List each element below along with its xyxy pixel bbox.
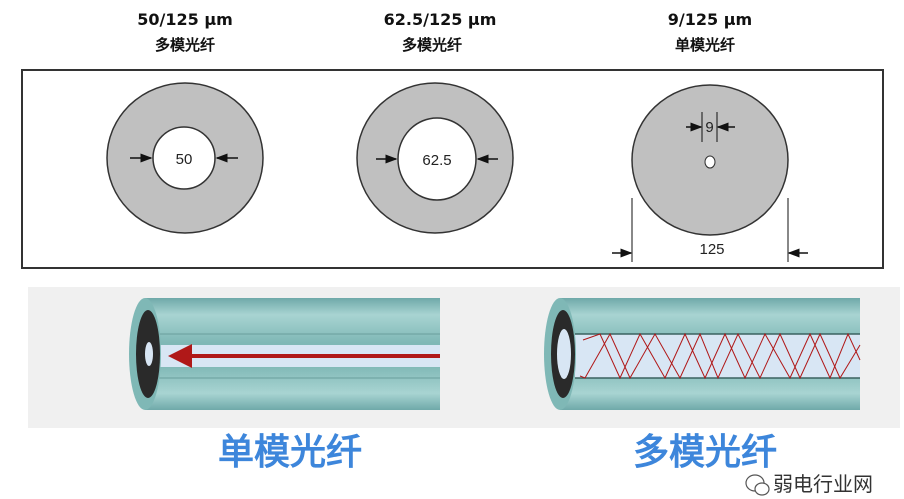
- spec-9-125: 9/125 μm: [668, 10, 752, 29]
- cross-section-9: 9 125: [612, 84, 808, 262]
- core-label-50: 50: [176, 151, 193, 168]
- multi-mode-cylinder: [544, 298, 861, 410]
- multi-mode-label: 多模光纤: [633, 432, 777, 473]
- type-9-125: 单模光纤: [675, 36, 735, 54]
- cross-section-50: 50: [106, 82, 264, 234]
- core-label-62: 62.5: [422, 152, 451, 169]
- single-mode-cylinder: [129, 298, 440, 410]
- spec-62-125: 62.5/125 μm: [384, 10, 497, 29]
- watermark: 弱电行业网: [773, 472, 873, 496]
- type-50-125: 多模光纤: [155, 36, 215, 54]
- type-62-125: 多模光纤: [402, 36, 462, 54]
- wechat-icon: [745, 474, 770, 496]
- cladding-label-125: 125: [699, 241, 724, 258]
- spec-50-125: 50/125 μm: [137, 10, 233, 29]
- single-mode-label: 单模光纤: [218, 432, 362, 473]
- core-label-9: 9: [705, 119, 713, 136]
- cross-section-62: 62.5: [356, 82, 514, 234]
